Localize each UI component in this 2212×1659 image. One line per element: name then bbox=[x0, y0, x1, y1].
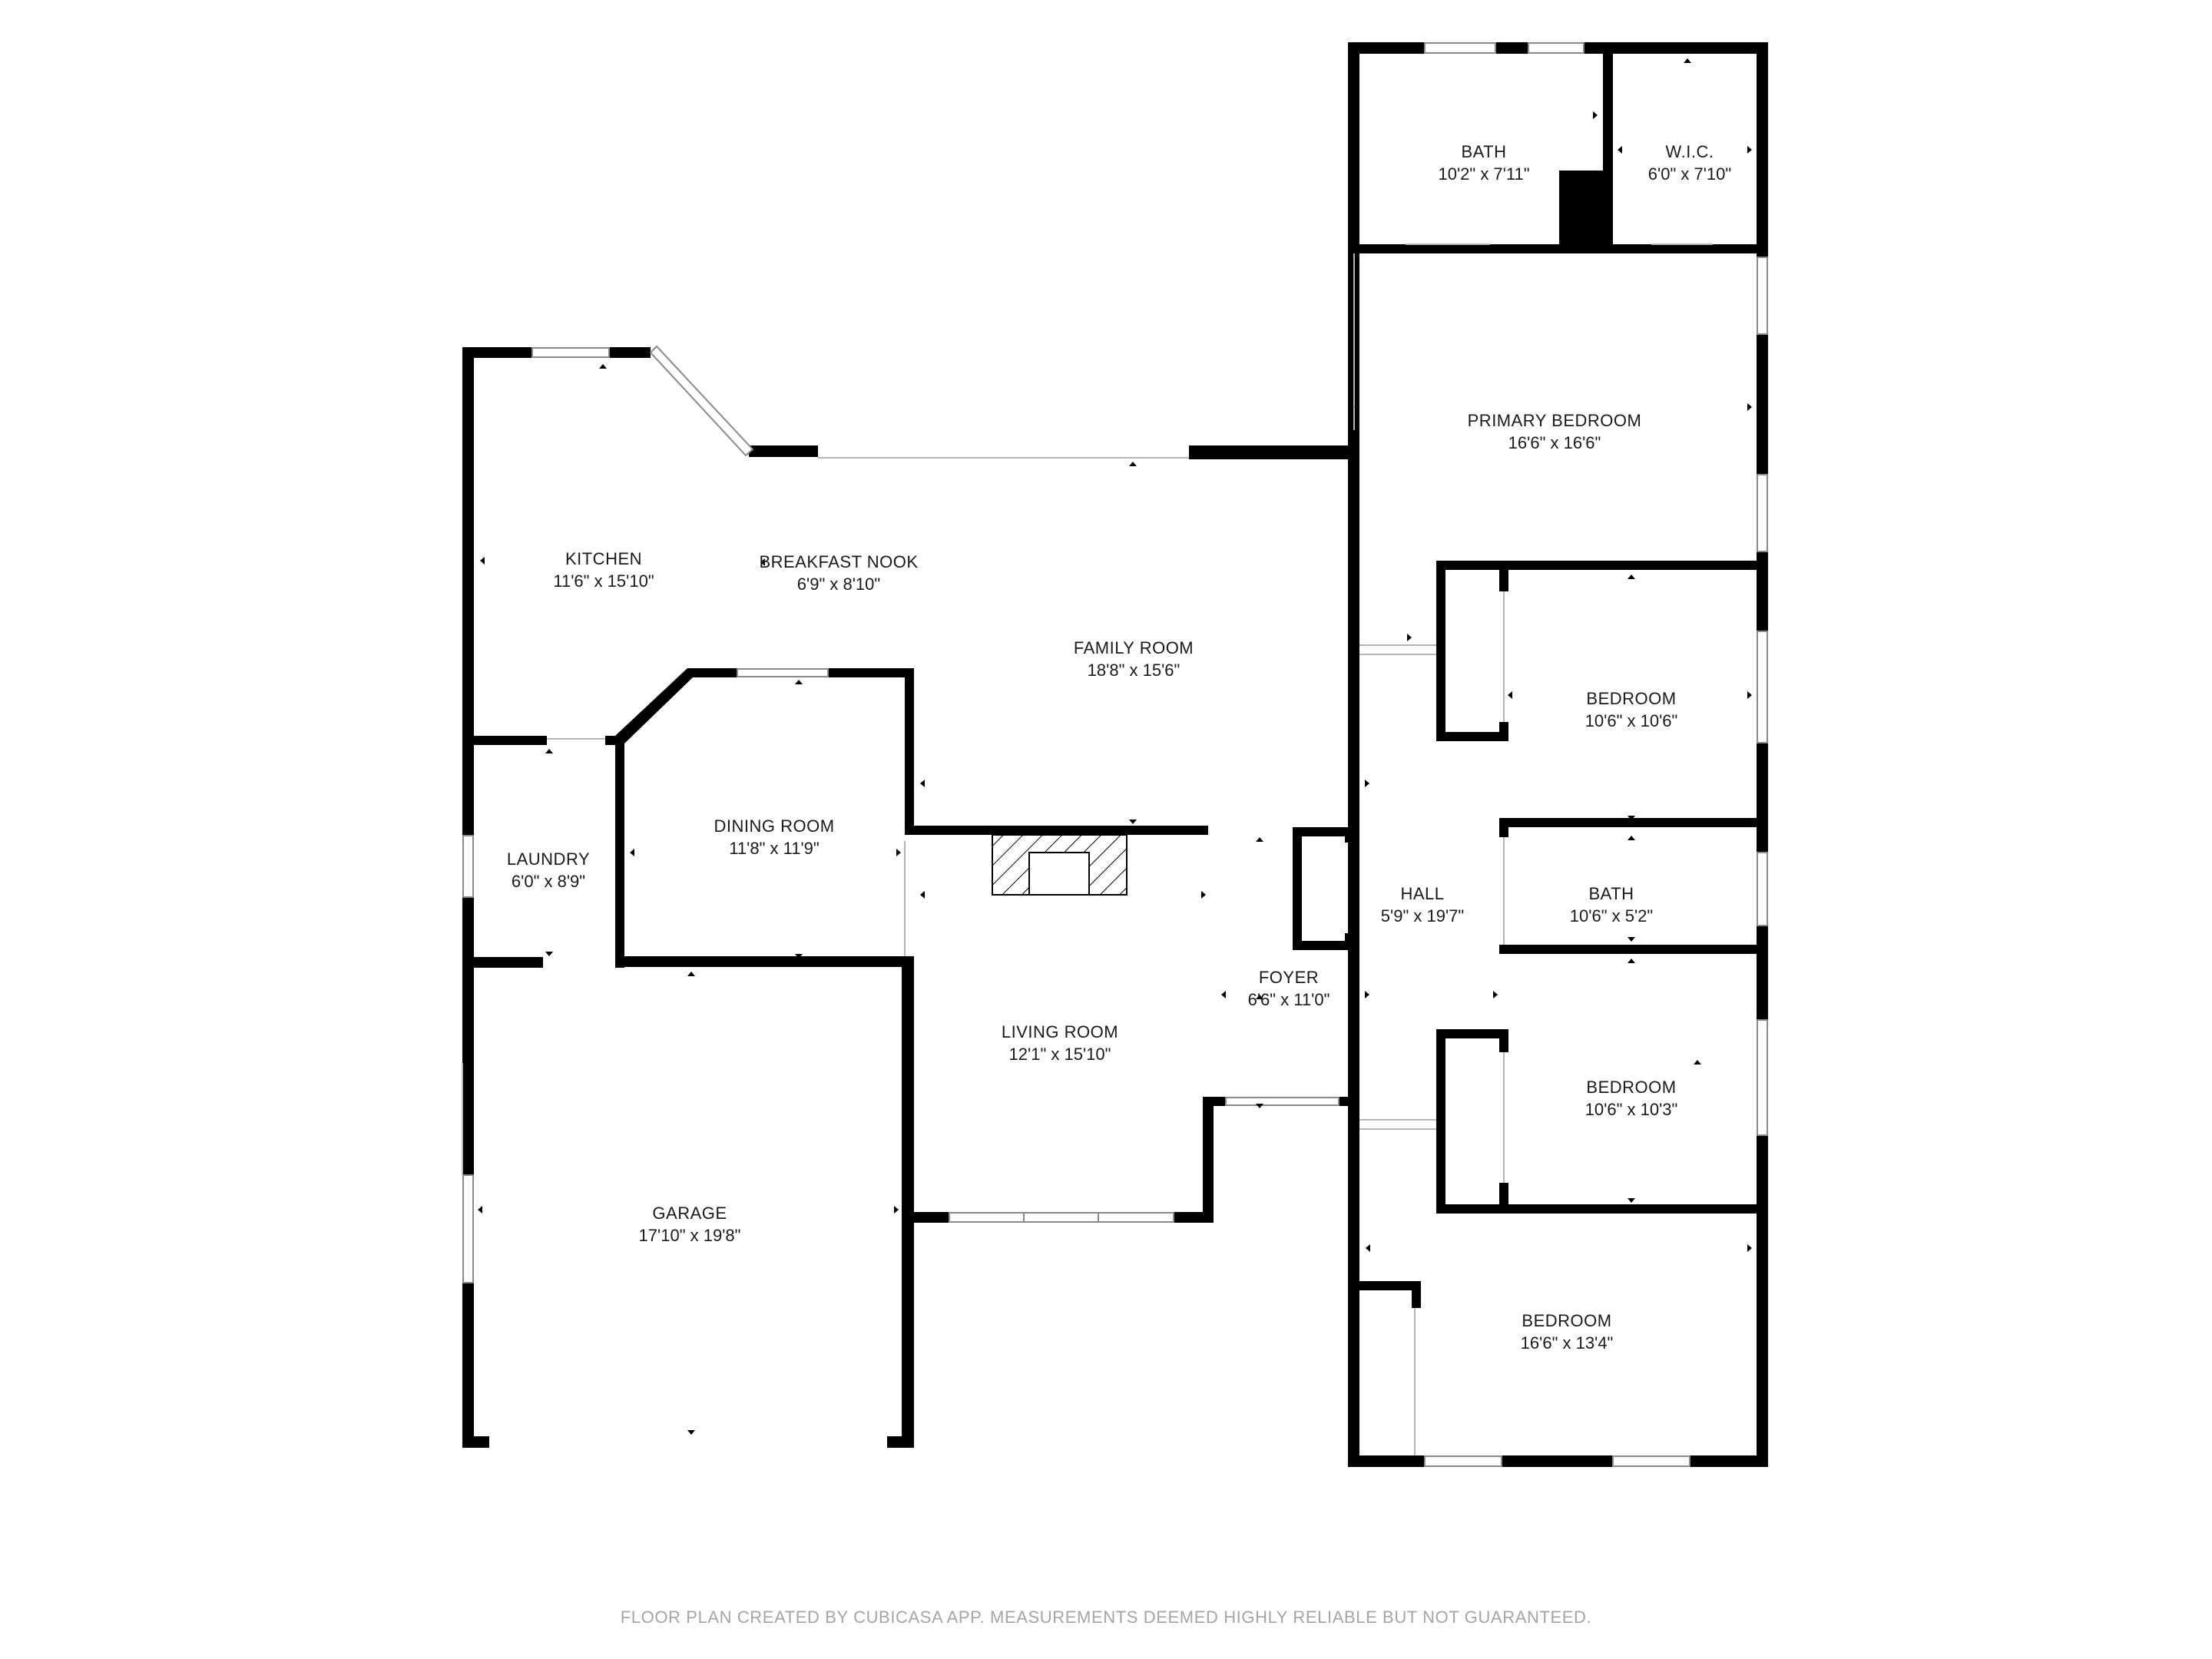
room-name: PRIMARY BEDROOM bbox=[1467, 410, 1642, 430]
door-openings bbox=[462, 243, 1713, 1455]
room-name: W.I.C. bbox=[1665, 141, 1714, 161]
room-name: BEDROOM bbox=[1586, 1077, 1677, 1097]
room-label-laundry: LAUNDRY 6'0" x 8'9" bbox=[507, 848, 590, 892]
disclaimer-footer: FLOOR PLAN CREATED BY CUBICASA APP. MEAS… bbox=[620, 1608, 1592, 1627]
room-label-living-room: LIVING ROOM 12'1" x 15'10" bbox=[1002, 1021, 1118, 1065]
room-name: GARAGE bbox=[652, 1203, 727, 1223]
room-dimensions: 6'9" x 8'10" bbox=[796, 575, 881, 594]
room-dimensions: 16'6" x 13'4" bbox=[1520, 1333, 1614, 1353]
dimension-markers bbox=[478, 58, 1752, 1435]
room-label-kitchen: KITCHEN 11'6" x 15'10" bbox=[553, 548, 654, 592]
room-dimensions: 10'2" x 7'11" bbox=[1438, 164, 1530, 184]
room-name: BEDROOM bbox=[1586, 688, 1677, 708]
room-label-bath-primary: BATH 10'2" x 7'11" bbox=[1438, 141, 1529, 185]
room-label-garage: GARAGE 17'10" x 19'8" bbox=[639, 1202, 741, 1247]
room-dimensions: 18'8" x 15'6" bbox=[1087, 661, 1181, 680]
windows bbox=[462, 42, 1768, 1467]
room-label-foyer: FOYER 6'6" x 11'0" bbox=[1248, 966, 1330, 1011]
room-name: BATH bbox=[1461, 141, 1507, 161]
room-name: BREAKFAST NOOK bbox=[759, 551, 919, 571]
room-dimensions: 6'6" x 11'0" bbox=[1247, 990, 1330, 1009]
room-dimensions: 12'1" x 15'10" bbox=[1008, 1045, 1111, 1064]
room-name: FOYER bbox=[1258, 967, 1320, 987]
room-label-bath-hall: BATH 10'6" x 5'2" bbox=[1570, 882, 1653, 927]
room-dimensions: 10'6" x 10'3" bbox=[1584, 1100, 1678, 1119]
room-name: FAMILY ROOM bbox=[1073, 637, 1194, 657]
room-dimensions: 10'6" x 10'6" bbox=[1584, 711, 1678, 730]
room-label-bedroom-3: BEDROOM 10'6" x 10'3" bbox=[1585, 1076, 1678, 1121]
room-label-family-room: FAMILY ROOM 18'8" x 15'6" bbox=[1074, 637, 1194, 681]
room-name: HALL bbox=[1400, 883, 1445, 903]
room-label-wic: W.I.C. 6'0" x 7'10" bbox=[1648, 141, 1731, 185]
fireplace bbox=[992, 834, 1128, 896]
room-name: DINING ROOM bbox=[714, 816, 835, 836]
room-label-bedroom-4: BEDROOM 16'6" x 13'4" bbox=[1521, 1310, 1614, 1354]
room-dimensions: 11'6" x 15'10" bbox=[553, 571, 654, 591]
room-label-dining-room: DINING ROOM 11'8" x 11'9" bbox=[714, 815, 834, 859]
room-dimensions: 16'6" x 16'6" bbox=[1508, 433, 1601, 452]
room-dimensions: 6'0" x 7'10" bbox=[1647, 164, 1732, 184]
room-label-breakfast-nook: BREAKFAST NOOK 6'9" x 8'10" bbox=[759, 551, 918, 595]
room-dimensions: 6'0" x 8'9" bbox=[511, 872, 586, 891]
room-dimensions: 17'10" x 19'8" bbox=[638, 1226, 741, 1245]
room-dimensions: 5'9" x 19'7" bbox=[1380, 906, 1465, 926]
room-label-hall: HALL 5'9" x 19'7" bbox=[1381, 882, 1464, 927]
room-name: LIVING ROOM bbox=[1001, 1022, 1119, 1041]
walls bbox=[462, 42, 1768, 1467]
room-name: BATH bbox=[1588, 883, 1634, 903]
room-name: KITCHEN bbox=[565, 548, 643, 568]
room-dimensions: 11'8" x 11'9" bbox=[729, 839, 820, 858]
room-dimensions: 10'6" x 5'2" bbox=[1569, 906, 1654, 926]
room-label-bedroom-2: BEDROOM 10'6" x 10'6" bbox=[1585, 687, 1678, 732]
room-name: LAUNDRY bbox=[506, 849, 591, 869]
room-name: BEDROOM bbox=[1522, 1310, 1612, 1330]
room-label-primary-bedroom: PRIMARY BEDROOM 16'6" x 16'6" bbox=[1468, 409, 1642, 454]
